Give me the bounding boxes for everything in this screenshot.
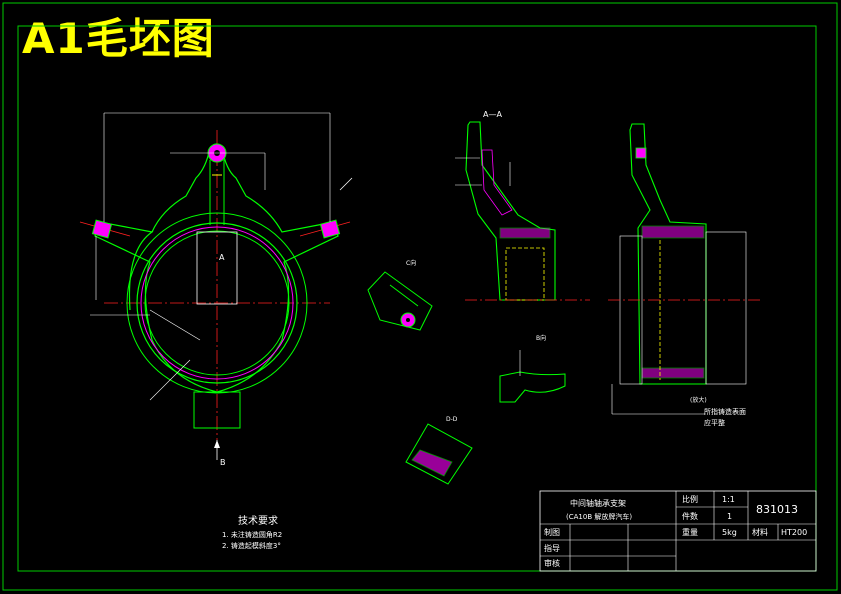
drawing-title: A1毛坯图 — [22, 14, 215, 63]
inner-frame — [17, 25, 817, 572]
front-view: A B — [79, 112, 353, 467]
drawn-by-label: 制图 — [544, 527, 560, 537]
section-aa-label: A—A — [483, 110, 502, 119]
tech-requirements: 技术要求 1. 未注铸造圆角R2 2. 铸造起模斜度3° — [222, 514, 282, 550]
material-value: HT200 — [781, 528, 807, 537]
view-c-label: C向 — [406, 259, 416, 267]
view-c: C向 — [367, 259, 433, 331]
title-block: 中间轴轴承支架 (CA10B 解放牌汽车) 比例 1:1 件数 1 831013… — [539, 490, 817, 572]
scale-label: 比例 — [682, 494, 698, 504]
section-dd: D-D — [405, 416, 473, 485]
quantity-label: 件数 — [682, 511, 698, 521]
weight-label: 重量 — [682, 527, 698, 537]
weight-value: 5kg — [722, 528, 737, 537]
surface-note-line1: 所指铸造表面 — [704, 407, 746, 416]
enlarged-note: (放大) — [690, 396, 707, 404]
side-view: (放大) 所指铸造表面 应平整 — [608, 123, 760, 427]
material-label: 材料 — [752, 527, 768, 537]
quantity-value: 1 — [727, 512, 732, 521]
reviewer-label: 审核 — [544, 558, 560, 568]
view-a-label: A — [219, 253, 225, 262]
part-name: 中间轴轴承支架 — [570, 498, 626, 508]
surface-note-line2: 应平整 — [704, 418, 725, 427]
tech-req-heading: 技术要求 — [238, 514, 278, 527]
drawing-number: 831013 — [756, 503, 798, 516]
view-b-detail: B向 — [499, 334, 566, 403]
section-aa: A—A — [455, 110, 590, 301]
view-b-detail-label: B向 — [536, 334, 546, 342]
view-b-label: B — [220, 458, 226, 467]
scale-value: 1:1 — [722, 495, 735, 504]
section-dd-label: D-D — [446, 416, 458, 423]
vehicle-name: (CA10B 解放牌汽车) — [566, 512, 632, 521]
tech-req-item2: 2. 铸造起模斜度3° — [222, 541, 281, 550]
supervisor-label: 指导 — [544, 543, 560, 553]
tech-req-item1: 1. 未注铸造圆角R2 — [222, 530, 282, 539]
